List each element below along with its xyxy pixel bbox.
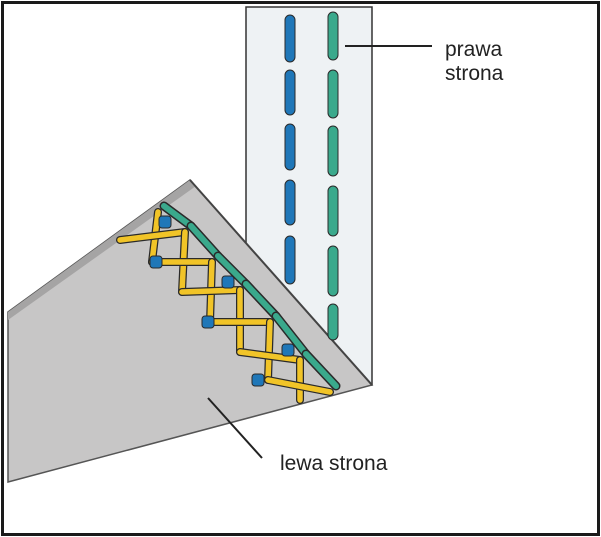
blue-stitch: [284, 235, 296, 285]
wrong-side-label: lewa strona: [280, 452, 388, 475]
blue-stitch: [284, 179, 296, 226]
right-side-label-line1: prawa: [445, 38, 503, 61]
blue-stitch: [284, 69, 296, 116]
blue-knot: [221, 275, 235, 289]
blue-knot: [201, 315, 215, 329]
yellow-thread: [179, 287, 243, 295]
flap-top-edge: [8, 180, 196, 320]
teal-stitch: [327, 245, 339, 297]
teal-thread: [215, 253, 249, 287]
teal-stitch: [327, 185, 339, 237]
teal-thread: [303, 351, 339, 389]
blue-stitch: [284, 14, 296, 63]
blue-knot: [149, 255, 163, 269]
teal-stitch: [327, 125, 339, 177]
yellow-thread: [265, 319, 273, 383]
wrong-side-leader-line: [207, 397, 263, 459]
teal-thread: [161, 203, 194, 229]
yellow-thread: [117, 229, 188, 243]
yellow-cross-stitch-chain: [116, 201, 341, 404]
teal-stitch: [327, 303, 339, 341]
blue-knot: [158, 215, 172, 229]
blue-stitch-row: [284, 14, 296, 285]
yellow-thread: [265, 377, 333, 395]
teal-stitch: [327, 11, 339, 61]
teal-stitch: [327, 69, 339, 119]
right-side-label-line2: strona: [445, 62, 504, 85]
yellow-thread: [237, 349, 303, 363]
teal-thread: [273, 313, 309, 357]
blue-knot: [281, 343, 295, 357]
fold-edge-line: [189, 179, 373, 386]
teal-stitch-row: [327, 11, 339, 341]
blue-knot: [251, 373, 265, 387]
right-side-label: prawa strona: [445, 38, 503, 86]
teal-thread: [243, 281, 279, 319]
blue-stitch: [284, 123, 296, 171]
teal-thread: [188, 223, 221, 259]
